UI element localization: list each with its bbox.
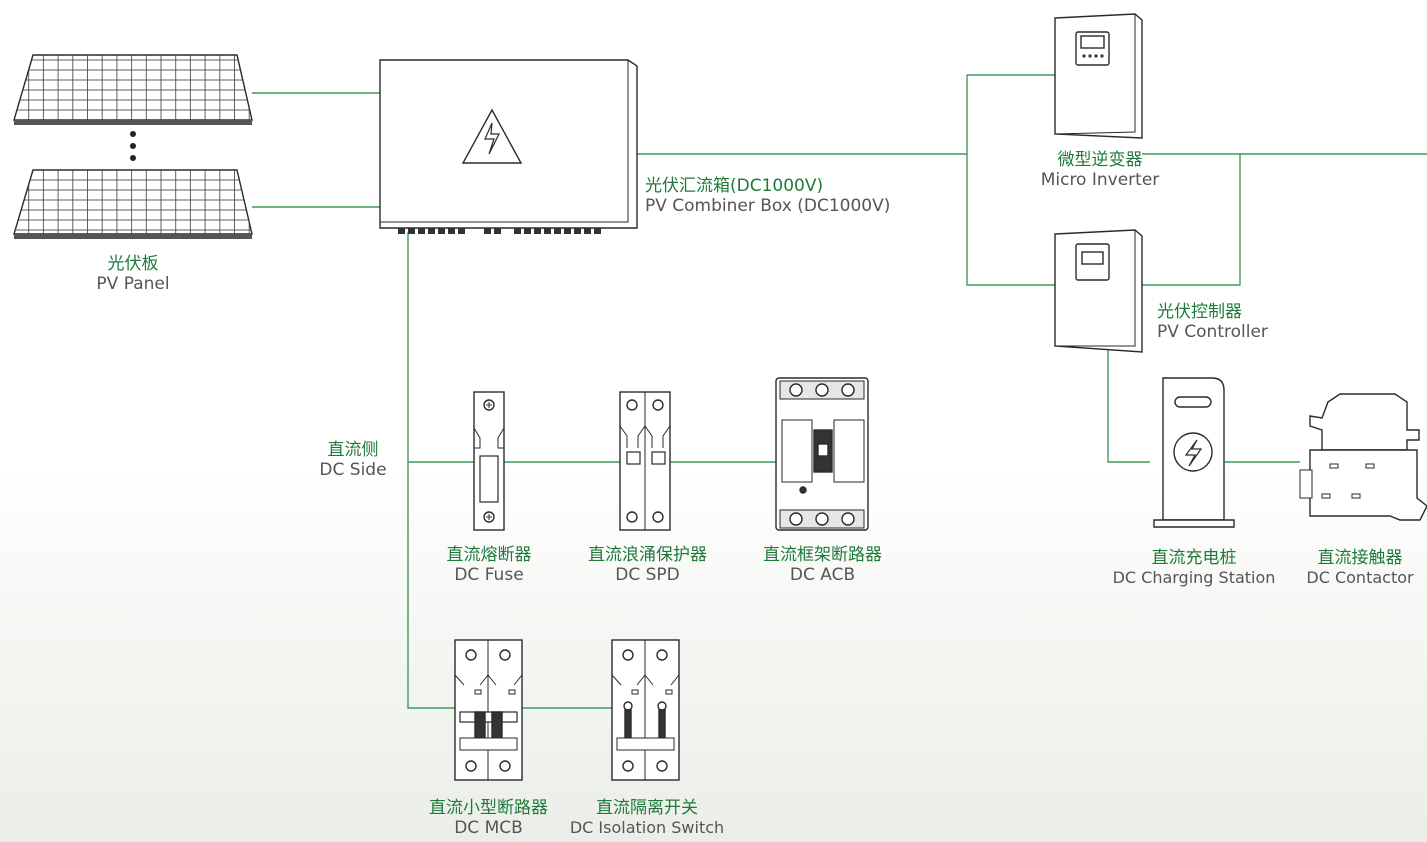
label-en: PV Controller — [1157, 322, 1268, 343]
label-dc-fuse: 直流熔断器 DC Fuse — [429, 545, 549, 586]
label-zh: 光伏板 — [107, 254, 159, 274]
label-combiner-box: 光伏汇流箱(DC1000V) PV Combiner Box (DC1000V) — [645, 176, 890, 217]
label-en: DC Charging Station — [1112, 568, 1276, 588]
spd-icon — [619, 391, 671, 531]
solar-panel-icon — [13, 54, 253, 239]
label-dc-charging-station: 直流充电桩 DC Charging Station — [1108, 548, 1280, 588]
line-inverter-loop — [966, 75, 1055, 286]
label-zh: 直流隔离开关 — [596, 798, 698, 818]
line-inverter-right — [1142, 153, 1241, 286]
fuse-icon — [473, 391, 505, 531]
label-zh: 直流框架断路器 — [763, 545, 882, 565]
charging-station-icon — [1153, 377, 1235, 528]
label-zh: 直流充电桩 — [1151, 548, 1237, 568]
label-zh: 光伏控制器 — [1157, 302, 1242, 322]
line-controller-down — [1107, 350, 1150, 463]
pv-panel-dots — [130, 131, 136, 161]
label-pv-controller: 光伏控制器 PV Controller — [1157, 302, 1268, 343]
label-dc-mcb: 直流小型断路器 DC MCB — [416, 798, 561, 839]
contactor-icon — [1299, 393, 1427, 521]
label-en: DC Fuse — [454, 565, 524, 586]
label-en: PV Combiner Box (DC1000V) — [645, 196, 891, 217]
warning-triangle-icon — [461, 108, 523, 164]
mcb-icon — [454, 639, 523, 781]
inverter-icon — [1054, 13, 1143, 139]
label-zh: 直流浪涌保护器 — [588, 545, 707, 565]
label-en: DC SPD — [615, 565, 680, 586]
combiner-box-icon — [379, 59, 638, 234]
label-dc-side: 直流侧 DC Side — [308, 440, 398, 481]
label-en: DC Isolation Switch — [569, 818, 725, 838]
label-zh: 直流侧 — [327, 440, 379, 460]
isolation-switch-icon — [611, 639, 680, 781]
label-en: DC Side — [319, 460, 387, 481]
label-dc-isolation-switch: 直流隔离开关 DC Isolation Switch — [562, 798, 732, 838]
label-zh: 直流熔断器 — [446, 545, 532, 565]
line-dc-bus — [407, 232, 455, 709]
label-dc-contactor: 直流接触器 DC Contactor — [1296, 548, 1424, 588]
cable-glands — [398, 228, 601, 234]
acb-icon — [775, 377, 869, 531]
label-zh: 直流小型断路器 — [429, 798, 548, 818]
connection-lines — [252, 74, 1427, 709]
label-en: DC MCB — [454, 818, 523, 839]
label-en: DC ACB — [789, 565, 856, 586]
label-zh: 直流接触器 — [1317, 548, 1403, 568]
label-pv-panel: 光伏板 PV Panel — [83, 254, 183, 295]
label-dc-acb: 直流框架断路器 DC ACB — [745, 545, 900, 586]
label-en: Micro Inverter — [1040, 170, 1160, 191]
label-zh: 微型逆变器 — [1057, 150, 1143, 170]
controller-icon — [1054, 229, 1143, 353]
pv-panel-bottom — [13, 169, 253, 239]
label-zh: 光伏汇流箱(DC1000V) — [645, 176, 824, 196]
label-dc-spd: 直流浪涌保护器 DC SPD — [570, 545, 725, 586]
label-en: PV Panel — [96, 274, 170, 295]
pv-panel-top — [13, 54, 253, 125]
label-en: DC Contactor — [1306, 568, 1414, 588]
label-micro-inverter: 微型逆变器 Micro Inverter — [1020, 150, 1180, 191]
